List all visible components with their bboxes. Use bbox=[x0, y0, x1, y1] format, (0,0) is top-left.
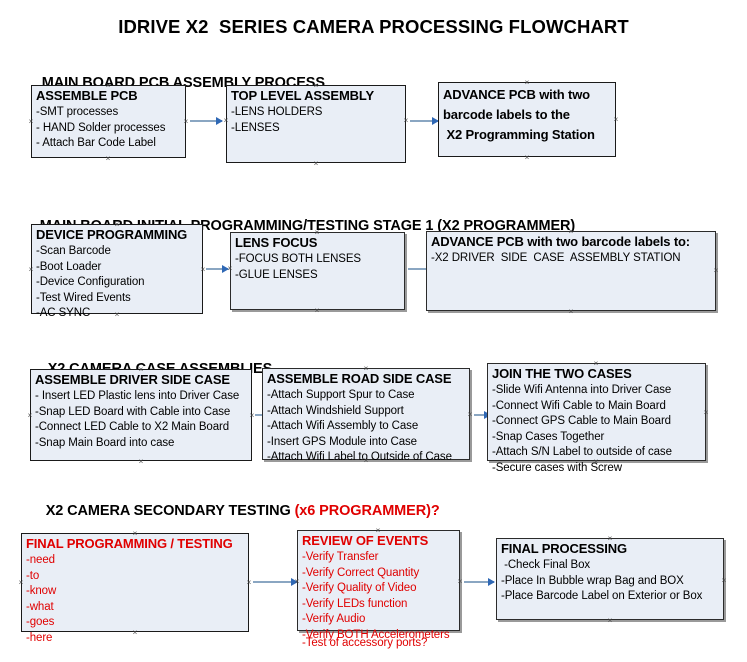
node-join-the-two-cases[interactable]: JOIN THE TWO CASES -Slide Wifi Antenna i… bbox=[487, 363, 706, 474]
section-heading-4-accent: (x6 PROGRAMMER)? bbox=[294, 503, 440, 519]
node-title: barcode labels to the bbox=[443, 107, 570, 122]
node-line: -Verify Correct Quantity bbox=[302, 566, 420, 579]
node-line: -Place In Bubble wrap Bag and BOX bbox=[501, 574, 684, 587]
node-line: - Attach Bar Code Label bbox=[36, 137, 156, 149]
node-line: -Connect Wifi Cable to Main Board bbox=[492, 399, 666, 412]
node-line: -LENSES bbox=[231, 121, 280, 134]
node-title: ASSEMBLE DRIVER SIDE CASE bbox=[35, 372, 230, 387]
node-line: -Snap LED Board with Cable into Case bbox=[35, 405, 231, 418]
node-line: -Secure cases with Screw bbox=[492, 461, 622, 474]
connector-arrow bbox=[410, 117, 439, 125]
connector-arrow bbox=[464, 578, 495, 586]
section-heading-4: X2 CAMERA SECONDARY TESTING (x6 PROGRAMM… bbox=[30, 487, 440, 535]
node-device-programming[interactable]: DEVICE PROGRAMMING -Scan Barcode -Boot L… bbox=[31, 224, 203, 319]
node-line: -goes bbox=[26, 616, 55, 628]
node-line: -Verify Quality of Video bbox=[302, 582, 417, 594]
node-title: ASSEMBLE PCB bbox=[36, 88, 138, 103]
node-line: -Connect LED Cable to X2 Main Board bbox=[35, 421, 230, 433]
node-review-of-events[interactable]: REVIEW OF EVENTS -Verify Transfer -Verif… bbox=[297, 530, 460, 649]
node-assemble-pcb[interactable]: ASSEMBLE PCB -SMT processes - HAND Solde… bbox=[31, 85, 186, 158]
node-line: -Connect GPS Cable to Main Board bbox=[492, 415, 671, 427]
node-line: - HAND Solder processes bbox=[36, 121, 166, 134]
node-line: -Test Wired Events bbox=[36, 291, 131, 304]
node-line: -Place Barcode Label on Exterior or Box bbox=[501, 590, 703, 602]
node-line: -FOCUS BOTH LENSES bbox=[235, 253, 361, 265]
node-line: -X2 DRIVER SIDE CASE ASSEMBLY STATION bbox=[431, 252, 681, 264]
node-line: -here bbox=[26, 631, 53, 644]
node-line: -Verify BOTH Accelerometers bbox=[302, 628, 450, 641]
node-line: -Insert GPS Module into Case bbox=[267, 435, 417, 448]
node-line: -Attach Support Spur to Case bbox=[267, 389, 415, 401]
node-title: TOP LEVEL ASSEMBLY bbox=[231, 88, 374, 103]
node-title: ASSEMBLE ROAD SIDE CASE bbox=[267, 371, 452, 386]
node-title: FINAL PROCESSING bbox=[501, 541, 627, 556]
node-line: -Attach Wifi Assembly to Case bbox=[267, 420, 419, 432]
node-line: -Scan Barcode bbox=[36, 245, 111, 257]
node-title: ADVANCE PCB with two bbox=[443, 87, 590, 102]
node-line: -SMT processes bbox=[36, 106, 119, 118]
page-title: IDRIVE X2 SERIES CAMERA PROCESSING FLOWC… bbox=[118, 16, 629, 37]
node-line: -Attach Wifi Label to Outside of Case bbox=[267, 451, 452, 463]
node-line: - Insert LED Plastic lens into Driver Ca… bbox=[35, 390, 240, 402]
node-line: -Verify LEDs function bbox=[302, 597, 408, 610]
node-line: -what bbox=[26, 600, 54, 613]
node-line: -need bbox=[26, 554, 55, 566]
node-final-processing[interactable]: FINAL PROCESSING -Check Final Box -Place… bbox=[496, 538, 724, 620]
node-title: JOIN THE TWO CASES bbox=[492, 366, 632, 381]
node-line-overflow: -Test of accessory ports? bbox=[302, 637, 428, 649]
node-line: -Snap Cases Together bbox=[492, 430, 605, 443]
node-title: ADVANCE PCB with two barcode labels to: bbox=[431, 234, 690, 249]
node-line: -Device Configuration bbox=[36, 276, 145, 288]
node-title: REVIEW OF EVENTS bbox=[302, 533, 429, 548]
node-line: -know bbox=[26, 585, 57, 597]
node-line: -Attach S/N Label to outside of case bbox=[492, 446, 672, 458]
section-heading-4-text: X2 CAMERA SECONDARY TESTING bbox=[45, 503, 295, 519]
node-title: X2 Programming Station bbox=[443, 127, 595, 142]
node-final-programming-testing[interactable]: FINAL PROGRAMMING / TESTING -need -to -k… bbox=[21, 533, 249, 644]
node-line: -Snap Main Board into case bbox=[35, 436, 175, 449]
node-title: FINAL PROGRAMMING / TESTING bbox=[26, 536, 233, 551]
node-line: -Check Final Box bbox=[501, 559, 591, 571]
node-advance-pcb-programming-station[interactable]: ADVANCE PCB with two barcode labels to t… bbox=[438, 82, 616, 157]
node-title: DEVICE PROGRAMMING bbox=[36, 227, 188, 242]
node-advance-pcb-driver-side-case[interactable]: ADVANCE PCB with two barcode labels to: … bbox=[426, 231, 716, 311]
connector-arrow bbox=[190, 117, 223, 125]
node-lens-focus[interactable]: LENS FOCUS -FOCUS BOTH LENSES -GLUE LENS… bbox=[230, 232, 405, 310]
node-line: -Slide Wifi Antenna into Driver Case bbox=[492, 384, 672, 396]
node-line: -Attach Windshield Support bbox=[267, 404, 404, 417]
connector-arrow bbox=[206, 265, 229, 273]
node-line: -Boot Loader bbox=[36, 260, 102, 273]
node-line: -Verify Audio bbox=[302, 613, 366, 625]
node-title: LENS FOCUS bbox=[235, 235, 318, 250]
node-line: -LENS HOLDERS bbox=[231, 106, 323, 118]
node-line: -AC SYNC bbox=[36, 307, 91, 319]
node-top-level-assembly[interactable]: TOP LEVEL ASSEMBLY -LENS HOLDERS -LENSES bbox=[226, 85, 406, 163]
connector-arrow bbox=[253, 578, 298, 586]
node-line: -Verify Transfer bbox=[302, 551, 379, 563]
node-line: -to bbox=[26, 569, 40, 582]
node-assemble-driver-side-case[interactable]: ASSEMBLE DRIVER SIDE CASE - Insert LED P… bbox=[30, 369, 252, 461]
node-assemble-road-side-case[interactable]: ASSEMBLE ROAD SIDE CASE -Attach Support … bbox=[262, 368, 470, 463]
node-line: -GLUE LENSES bbox=[235, 268, 318, 281]
